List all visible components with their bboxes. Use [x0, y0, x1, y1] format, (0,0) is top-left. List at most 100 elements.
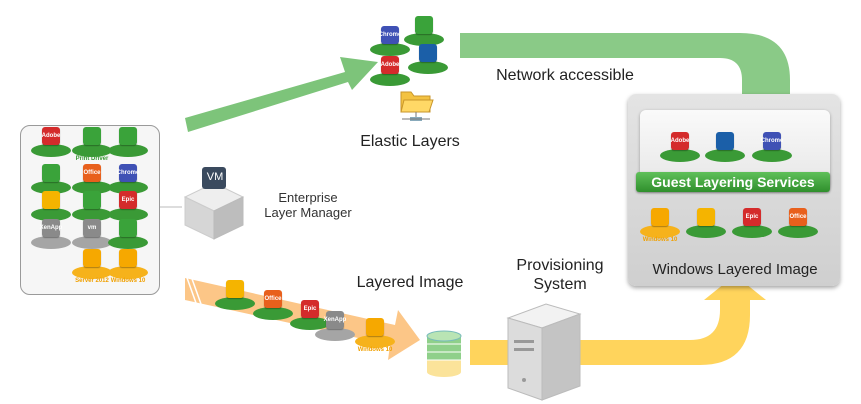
layer-base	[370, 43, 410, 56]
layer-epic: Epic	[732, 208, 772, 238]
green-arrow-to-elastic	[185, 57, 378, 132]
layer-base	[778, 225, 818, 238]
layer-caption: Windows 10	[642, 237, 678, 243]
layer-base	[404, 33, 444, 46]
elm-label-line2: Layer Manager	[264, 205, 352, 220]
chrome-icon: Chrome	[379, 26, 401, 44]
office-icon: Office	[789, 208, 807, 226]
layer-base	[315, 328, 355, 341]
layer-base	[290, 317, 330, 330]
adobe-icon: Adobe	[42, 127, 60, 145]
provisioning-server-icon	[506, 303, 582, 401]
layered-image-disk-icon	[426, 330, 462, 377]
layer-base	[355, 335, 395, 348]
guest-layering-services-bar: Guest Layering Services	[636, 172, 830, 192]
layer-base	[660, 149, 700, 162]
windows-icon	[83, 249, 101, 267]
app-layer-icon	[119, 219, 137, 237]
layer-base	[108, 266, 148, 279]
layer-base	[31, 181, 71, 194]
app-layer-icon	[83, 191, 101, 209]
layer-app-layer	[108, 219, 148, 249]
arrow-tail-stripe	[190, 275, 202, 305]
task-icon	[697, 208, 715, 226]
layer-base	[108, 208, 148, 221]
layer-base	[752, 149, 792, 162]
office-icon: Office	[83, 164, 101, 182]
vm-badge-label: VM	[206, 171, 224, 183]
xenapp-icon: XenApp	[40, 219, 62, 237]
vmware-icon: vm	[83, 219, 101, 237]
app-layer-icon	[119, 127, 137, 145]
adobe-icon: Adobe	[381, 56, 399, 74]
layer-xenapp: XenApp	[315, 311, 355, 341]
layer-chrome: Chrome	[752, 132, 792, 162]
layer-app	[408, 44, 448, 74]
layer-chrome: Chrome	[370, 26, 410, 56]
layer-adobe: Adobe	[370, 56, 410, 86]
layer-windows: Windows 10	[355, 318, 395, 353]
layer-base	[370, 73, 410, 86]
layer-epic: Epic	[290, 300, 330, 330]
layer-task	[215, 280, 255, 310]
layer-base	[72, 266, 112, 279]
layer-base	[686, 225, 726, 238]
adobe-icon: Adobe	[671, 132, 689, 150]
layer-chrome: Chrome	[108, 164, 148, 194]
network-folder-icon	[400, 91, 434, 121]
layer-base	[31, 208, 71, 221]
layer-base	[215, 297, 255, 310]
app-icon	[419, 44, 437, 62]
layer-base	[253, 307, 293, 320]
layer-base	[72, 236, 112, 249]
app-layer-icon	[415, 16, 433, 34]
layer-base	[108, 181, 148, 194]
layer-printer: Print Driver	[72, 127, 112, 162]
layer-office: Office	[72, 164, 112, 194]
layer-office: Office	[778, 208, 818, 238]
layer-vmware: vm	[72, 219, 112, 249]
layer-app	[705, 132, 745, 162]
layer-xenapp: XenApp	[31, 219, 71, 249]
layer-base	[108, 236, 148, 249]
app-layer-icon	[42, 164, 60, 182]
layer-base	[108, 144, 148, 157]
layer-caption: Server 2012	[75, 278, 109, 284]
layer-epic: Epic	[108, 191, 148, 221]
layer-caption: Windows 10	[110, 278, 146, 284]
layer-app-layer	[108, 127, 148, 157]
layer-office: Office	[253, 290, 293, 320]
provisioning-label-line2: System	[533, 276, 587, 293]
layer-base	[72, 181, 112, 194]
layer-windows: Server 2012	[72, 249, 112, 284]
app-icon	[716, 132, 734, 150]
epic-icon: Epic	[119, 191, 137, 209]
epic-icon: Epic	[301, 300, 319, 318]
task-icon	[226, 280, 244, 298]
office-icon: Office	[264, 290, 282, 308]
arrow-tail-stripe	[185, 274, 197, 304]
enterprise-layer-manager-label: Enterprise Layer Manager	[258, 190, 358, 220]
layer-app-layer	[72, 191, 112, 221]
layer-adobe: Adobe	[31, 127, 71, 157]
layer-base	[31, 236, 71, 249]
windows-icon	[119, 249, 137, 267]
chrome-icon: Chrome	[761, 132, 783, 150]
layer-app-layer	[404, 16, 444, 46]
layered-image-label: Layered Image	[356, 274, 464, 291]
layer-base	[31, 144, 71, 157]
enterprise-layer-manager-appliance-icon	[183, 167, 245, 240]
windows-icon	[651, 208, 669, 226]
layer-windows: Windows 10	[640, 208, 680, 243]
layer-windows: Windows 10	[108, 249, 148, 284]
layer-base	[705, 149, 745, 162]
layer-base	[408, 61, 448, 74]
task-icon	[42, 191, 60, 209]
layer-caption: Print Driver	[75, 156, 109, 162]
provisioning-system-label: Provisioning System	[500, 256, 620, 294]
windows-icon	[366, 318, 384, 336]
chrome-icon: Chrome	[117, 164, 139, 182]
elm-label-line1: Enterprise	[278, 190, 338, 205]
epic-icon: Epic	[743, 208, 761, 226]
green-arrow-network	[460, 33, 806, 118]
